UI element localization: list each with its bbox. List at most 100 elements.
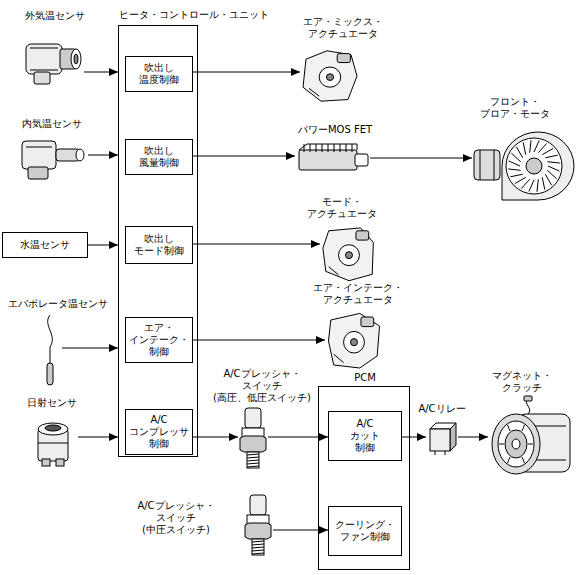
icon-stroke [547, 170, 556, 178]
icon-part [250, 495, 266, 515]
icon-part [42, 459, 50, 466]
text-line: インテーク・ [129, 334, 189, 346]
component-icon: A/Cプレッシャ・ スイッチ (中圧スイッチ) [243, 493, 273, 557]
text-line: エア・ [129, 322, 189, 334]
icon-stroke [522, 457, 525, 463]
box-label: 吹出し 温度制御 [139, 62, 179, 86]
text-line: スイッチ [213, 380, 311, 392]
component-label: A/Cプレッシャ・ スイッチ (高圧、低圧スイッチ) [213, 368, 311, 404]
icon-stroke [508, 457, 511, 463]
text-line: 水温センサ [20, 239, 70, 251]
text-line: エア・ミックス・ [303, 16, 383, 28]
signal-arrow [193, 244, 320, 245]
text-line: 吹出し [134, 233, 184, 245]
text-line: 風量制御 [139, 157, 179, 169]
icon-stroke [240, 436, 266, 452]
icon-stroke [30, 48, 58, 70]
text-line: スイッチ [137, 512, 214, 524]
text-line: クラッチ [492, 382, 552, 394]
icon-stroke [38, 443, 68, 444]
text-line: アクチュエータ [307, 208, 377, 220]
icon-stroke [304, 144, 305, 152]
icon-part [247, 452, 259, 468]
text-line: PCM [354, 372, 376, 384]
component-icon: A/Cリレー [426, 419, 458, 455]
icon-stroke [548, 166, 559, 171]
icon-stroke [522, 425, 525, 431]
icon-stroke [547, 162, 560, 163]
component-illustration [38, 315, 62, 387]
icon-part [56, 459, 64, 466]
component-illustration [325, 311, 383, 371]
function-box: A/C コンプレッサ 制御 [125, 409, 193, 455]
box-label: 吹出し 風量制御 [139, 145, 179, 169]
box-label: エア・ インテーク・ 制御 [129, 322, 189, 358]
component-icon: エバポレータ温センサ [38, 315, 62, 387]
component-label: エバポレータ温センサ [8, 298, 108, 310]
icon-stroke [303, 51, 357, 101]
icon-part [506, 138, 562, 194]
icon-stroke [480, 150, 494, 180]
icon-stroke [346, 144, 347, 152]
icon-stroke [299, 144, 357, 150]
text-line: 吹出し [139, 62, 179, 74]
icon-stroke [245, 523, 271, 539]
component-illustration [22, 32, 84, 88]
icon-stroke [252, 553, 264, 554]
component-illustration [488, 396, 574, 476]
icon-part [505, 430, 527, 458]
icon-stroke [538, 143, 546, 152]
text-line: エバポレータ温センサ [8, 298, 108, 310]
text-line: 制御 [129, 346, 189, 358]
component-label: エア・インテーク・ アクチュエータ [313, 282, 403, 306]
icon-part [326, 74, 333, 81]
component-label: 内気温センサ [22, 118, 82, 130]
icon-part [299, 150, 357, 170]
text-line: 制御 [129, 438, 189, 450]
component-illustration [320, 225, 378, 283]
icon-stroke [328, 313, 379, 368]
icon-part [245, 408, 261, 428]
icon-part [356, 231, 369, 240]
text-line: A/Cプレッシャ・ [213, 368, 311, 380]
component-label: ヒータ・コントロール・ユニット [119, 9, 269, 21]
icon-part [47, 363, 53, 385]
component-icon: モード・ アクチュエータ [320, 225, 378, 283]
icon-stroke [510, 174, 522, 177]
icon-stroke [310, 144, 311, 152]
text-line: (中圧スイッチ) [137, 524, 214, 536]
icon-part [524, 396, 532, 401]
icon-part [22, 141, 56, 169]
function-box: 吹出し 風量制御 [125, 139, 193, 175]
icon-part [74, 54, 78, 64]
icon-stroke [309, 88, 319, 96]
component-label: フロント・ ブロア・モータ [480, 96, 550, 120]
icon-part [344, 331, 365, 353]
icon-part [252, 539, 264, 555]
icon-stroke [529, 180, 534, 191]
icon-stroke [352, 144, 353, 152]
component-icon: A/Cプレッシャ・ スイッチ (高圧、低圧スイッチ) [238, 406, 268, 470]
function-box: クーリング・ ファン制御 [328, 506, 402, 556]
text-line: ブロア・モータ [480, 108, 550, 120]
icon-stroke [516, 147, 522, 158]
text-line: マグネット・ [492, 370, 552, 382]
icon-stroke [247, 454, 259, 455]
icon-stroke [521, 179, 529, 188]
component-label: A/Cプレッシャ・ スイッチ (中圧スイッチ) [137, 500, 214, 536]
function-box: A/C カット 制御 [328, 411, 402, 461]
text-line: (高圧、低圧スイッチ) [213, 392, 311, 404]
icon-stroke [435, 451, 445, 455]
signal-arrow [78, 437, 118, 438]
component-label: モード・ アクチュエータ [307, 196, 377, 220]
icon-stroke [340, 144, 341, 152]
icon-stroke [542, 148, 553, 154]
icon-part [45, 425, 61, 431]
icon-part [319, 67, 341, 87]
icon-stroke [542, 177, 545, 189]
text-line: モード制御 [134, 245, 184, 257]
icon-stroke [322, 144, 323, 152]
function-box: 吹出し モード制御 [125, 226, 193, 264]
text-line: 日射センサ [27, 397, 77, 409]
icon-part [38, 423, 68, 435]
